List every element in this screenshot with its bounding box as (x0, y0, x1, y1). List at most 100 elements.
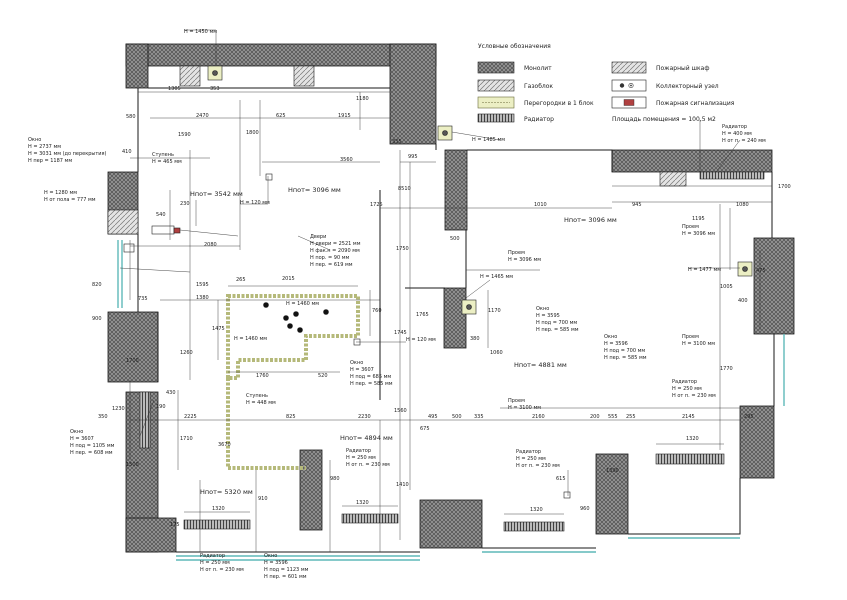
note-dveri-title: Двери (310, 234, 326, 240)
note-rad-c2-h2: H от п. = 230 мм (516, 463, 560, 469)
gas-top-2 (293, 65, 315, 87)
wall-right-top (611, 149, 773, 173)
radiator-top-right (699, 171, 765, 180)
legend-collector-icon (619, 83, 625, 88)
dim: 350 (98, 414, 108, 420)
gas-top-1 (179, 65, 201, 87)
dim: 520 (318, 373, 328, 379)
legend-area: Площадь помещения = 100,5 м2 (612, 116, 716, 123)
note-okno-mid-h2: H под = 700 мм (536, 320, 577, 326)
dim: 175 (170, 522, 180, 528)
dim: 615 (556, 476, 566, 482)
note-okno-r-h: H = 3596 (604, 341, 628, 347)
column-mid-top (444, 149, 468, 231)
note-floor1-h: H = 1280 мм (44, 190, 77, 196)
note-okno-c-title: Окно (350, 360, 363, 366)
legend-fire-cabinet: Пожарный шкаф (656, 65, 709, 72)
note-step2-h: H = 448 мм (246, 400, 276, 406)
note-rad-b-h: H = 250 мм (200, 560, 230, 566)
dim: 2230 (358, 414, 371, 420)
dim: 1915 (338, 113, 351, 119)
dim: 1390 (606, 468, 619, 474)
dim: 1320 (356, 500, 369, 506)
collector-icon (212, 70, 218, 76)
note-rad-c1-title: Радиатор (346, 448, 371, 454)
socket-5 (323, 309, 329, 315)
dim: 335 (392, 139, 402, 145)
dim: 825 (286, 414, 296, 420)
note-okno-l-h3: H пер. = 608 мм (70, 450, 113, 456)
dim: 980 (330, 476, 340, 482)
note-okno-mid-title: Окно (536, 306, 549, 312)
dim: 265 (236, 277, 246, 283)
dim: 255 (626, 414, 636, 420)
legend-monolith: Монолит (524, 65, 552, 72)
dim: 1725 (370, 202, 383, 208)
note-okno1-h: H = 2737 мм (28, 144, 61, 150)
dim: 820 (92, 282, 102, 288)
note-okno1-title: Окно (28, 137, 41, 143)
dim: 2225 (184, 414, 197, 420)
note-proem1-h: H = 3096 мм (508, 257, 541, 263)
fire-alarm-left (151, 225, 175, 235)
dim: 500 (450, 236, 460, 242)
socket-6 (263, 302, 269, 308)
dim: 1745 (394, 330, 407, 336)
switch-3 (563, 491, 571, 499)
dim: 2015 (282, 276, 295, 282)
note-okno-b-h3: H пер. = 601 мм (264, 574, 307, 580)
switch-1 (265, 173, 273, 181)
dim: 1770 (720, 366, 733, 372)
dim: 2145 (682, 414, 695, 420)
dim: 1500 (126, 462, 139, 468)
dim: 475 (756, 268, 766, 274)
dim: 1590 (178, 132, 191, 138)
note-proem4-h: H = 3100 мм (508, 405, 541, 411)
note-h1460b: H = 1460 мм (234, 336, 267, 342)
note-floor1-h2: H от пола = 777 мм (44, 197, 96, 203)
radiator-right (655, 453, 725, 465)
height-label-6: Hпот= 5320 мм (200, 488, 253, 496)
room-heights: Hпот= 3542 мм Hпот= 3096 мм Hпот= 3096 м… (190, 186, 617, 496)
wall-right-column (753, 237, 795, 335)
note-okno1-h3: H пер = 1187 мм (28, 158, 72, 164)
legend-partitions: Перегородки в 1 блок (524, 100, 594, 107)
note-proem4-title: Проем (508, 398, 525, 404)
dim: 335 (474, 414, 484, 420)
note-okno-b-title: Окно (264, 553, 277, 559)
note-proem1-title: Проем (508, 250, 525, 256)
note-proem3-h: H = 3100 мм (682, 341, 715, 347)
wall-right-lower (739, 405, 775, 479)
dim: 1750 (396, 246, 409, 252)
height-label-1: Hпот= 3542 мм (190, 190, 243, 198)
note-h1477: H = 1477 мм (688, 267, 721, 273)
dim: 380 (470, 336, 480, 342)
wall-top-left (125, 43, 149, 89)
dimension-values: 1305 353 580 2470 625 1915 1180 410 1590… (92, 86, 791, 528)
legend-radiator: Радиатор (524, 116, 554, 123)
gas-right-top (659, 171, 687, 187)
wall-left-mid (107, 311, 159, 383)
dim: 2160 (532, 414, 545, 420)
note-okno-c-h2: H под = 685 мм (350, 374, 391, 380)
note-proem2-title: Проем (682, 224, 699, 230)
dim: 1595 (196, 282, 209, 288)
note-dveri-h2: H фак.н = 2090 мм (310, 248, 360, 254)
note-okno-b-h: H = 3596 (264, 560, 288, 566)
dim: 540 (156, 212, 166, 218)
dim: 580 (126, 114, 136, 120)
dim: 1320 (212, 506, 225, 512)
legend-swatch-fire-cabinet (611, 61, 647, 74)
dim: 900 (92, 316, 102, 322)
dim: 190 (156, 404, 166, 410)
note-rad-tr-h: H = 400 мм (722, 131, 752, 137)
note-h120b: H = 120 мм (406, 337, 436, 343)
note-h1465: H = 1465 мм (480, 274, 513, 280)
dim: 1080 (736, 202, 749, 208)
dim: 735 (138, 296, 148, 302)
dim: 2080 (204, 242, 217, 248)
note-rad-r-title: Радиатор (672, 379, 697, 385)
note-rad-r-h2: H от п. = 230 мм (672, 393, 716, 399)
dim: 1260 (180, 350, 193, 356)
partition-step (226, 378, 306, 470)
